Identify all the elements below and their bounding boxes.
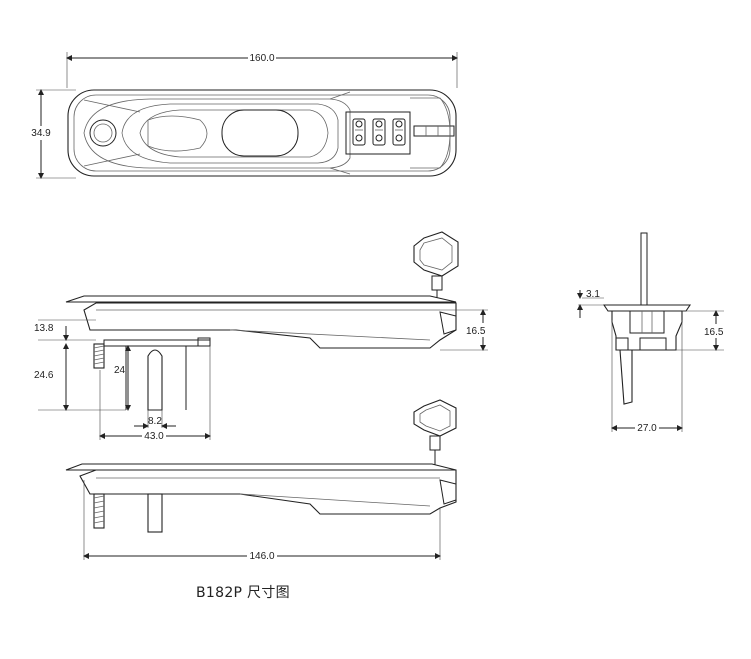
side-view-lower: 146.0 [65, 399, 457, 562]
dim-top-length: 160.0 [249, 53, 274, 64]
dim-stem-width: 8.2 [148, 416, 162, 427]
key-icon [413, 231, 459, 302]
dim-side-height-left: 24.6 [34, 370, 54, 381]
combination-dials [352, 118, 406, 146]
dim-end-width: 27.0 [637, 423, 657, 434]
dim-top-height: 34.9 [31, 128, 51, 139]
end-view: 3.1 16.5 27.0 [577, 232, 726, 434]
drawing-caption: B182P 尺寸图 [196, 585, 290, 601]
dim-side-height-right: 16.5 [466, 326, 486, 337]
dim-end-height: 16.5 [704, 327, 724, 338]
top-view: 160.0 34.9 [30, 51, 458, 179]
key-icon [413, 399, 457, 468]
dim-bottom-length: 146.0 [249, 551, 274, 562]
dim-stem-height: 24 [114, 365, 126, 376]
side-view-upper: 13.8 24.6 24 8.2 43.0 16.5 [32, 231, 488, 442]
dim-flange-height: 13.8 [34, 323, 54, 334]
dim-end-flange: 3.1 [586, 289, 600, 300]
dim-base-width: 43.0 [144, 431, 164, 442]
